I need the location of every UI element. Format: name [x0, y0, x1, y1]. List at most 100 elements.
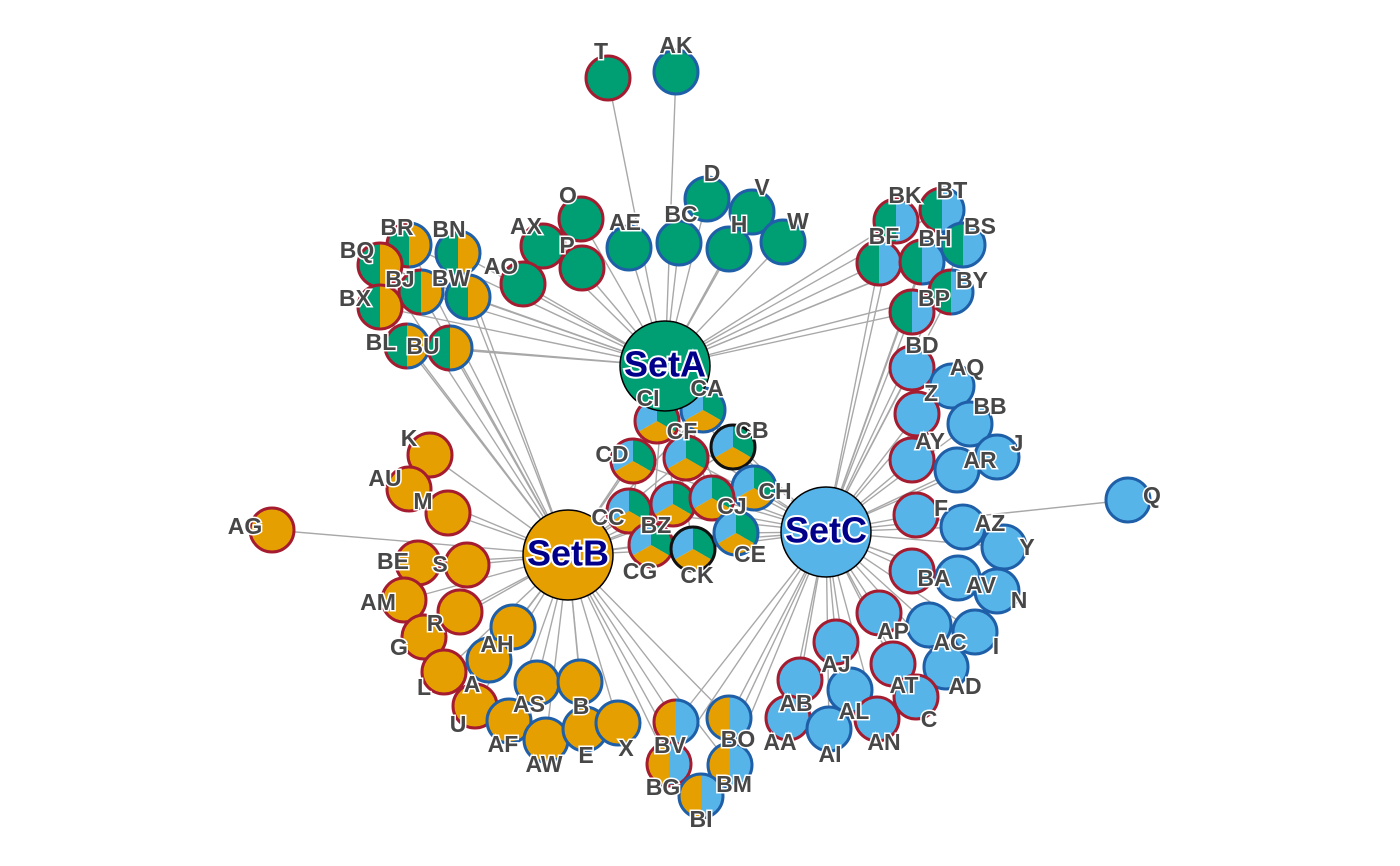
node-t[interactable] — [584, 54, 632, 102]
node-by[interactable] — [927, 268, 975, 316]
node-label-v: V — [754, 174, 770, 200]
node-label-e: E — [578, 742, 593, 768]
node-label-ap: AP — [877, 618, 909, 644]
node-label-az: AZ — [975, 510, 1006, 536]
node-aq[interactable] — [928, 362, 976, 410]
node-m[interactable] — [424, 489, 472, 537]
node-i[interactable] — [951, 608, 999, 656]
node-q[interactable] — [1104, 476, 1152, 524]
node-az[interactable] — [939, 503, 987, 551]
node-bx[interactable] — [356, 283, 404, 331]
node-label-ah: AH — [480, 631, 513, 657]
node-ay[interactable] — [888, 436, 936, 484]
node-label-al: AL — [839, 698, 870, 724]
node-label-bi: BI — [690, 806, 713, 832]
node-bp[interactable] — [888, 288, 936, 336]
node-z[interactable] — [893, 390, 941, 438]
node-bu[interactable] — [426, 324, 474, 372]
node-ak[interactable] — [652, 48, 700, 96]
node-k[interactable] — [406, 431, 454, 479]
node-bg[interactable] — [645, 740, 693, 788]
node-bs[interactable] — [939, 221, 987, 269]
node-ax[interactable] — [519, 222, 567, 270]
hub-setc[interactable] — [780, 486, 872, 578]
node-ap[interactable] — [855, 589, 903, 637]
node-label-by: BY — [956, 267, 988, 293]
node-bm[interactable] — [706, 741, 754, 789]
node-label-aj: AJ — [821, 651, 850, 677]
node-au[interactable] — [385, 465, 433, 513]
node-at[interactable] — [869, 640, 917, 688]
node-bk[interactable] — [872, 197, 920, 245]
node-label-cj: CJ — [717, 493, 746, 519]
node-aj[interactable] — [812, 618, 860, 666]
node-bw[interactable] — [444, 273, 492, 321]
node-ba[interactable] — [888, 547, 936, 595]
node-cb[interactable] — [709, 423, 757, 471]
node-cd[interactable] — [609, 437, 657, 485]
node-w[interactable] — [759, 218, 807, 266]
node-bl[interactable] — [383, 322, 431, 370]
node-label-ck: CK — [680, 562, 714, 588]
node-bn[interactable] — [434, 229, 482, 277]
node-ac[interactable] — [905, 601, 953, 649]
node-ao[interactable] — [499, 260, 547, 308]
node-c[interactable] — [892, 673, 940, 721]
node-d[interactable] — [683, 175, 731, 223]
edge-bw-setb — [467, 296, 569, 556]
node-ag[interactable] — [248, 506, 296, 554]
node-label-bz: BZ — [641, 512, 672, 538]
node-ae[interactable] — [605, 224, 653, 272]
node-label-g: G — [390, 634, 408, 660]
node-l[interactable] — [420, 648, 468, 696]
node-label-ab: AB — [779, 690, 812, 716]
node-bc[interactable] — [655, 219, 703, 267]
node-s[interactable] — [443, 541, 491, 589]
node-b[interactable] — [556, 658, 604, 706]
node-n[interactable] — [973, 567, 1021, 615]
node-cg[interactable] — [627, 521, 675, 569]
node-x[interactable] — [594, 699, 642, 747]
node-ad[interactable] — [922, 643, 970, 691]
node-o[interactable] — [557, 195, 605, 243]
node-p[interactable] — [558, 244, 606, 292]
node-v[interactable] — [728, 188, 776, 236]
node-cf[interactable] — [662, 434, 710, 482]
node-label-ci: CI — [637, 385, 660, 411]
node-label-x: X — [618, 735, 634, 761]
node-am[interactable] — [380, 576, 428, 624]
node-a[interactable] — [465, 636, 513, 684]
node-bj[interactable] — [397, 268, 445, 316]
node-al[interactable] — [826, 666, 874, 714]
node-af[interactable] — [485, 697, 533, 745]
node-label-bt: BT — [937, 177, 968, 203]
node-bt[interactable] — [918, 186, 966, 234]
node-f[interactable] — [892, 491, 940, 539]
node-bf[interactable] — [855, 239, 903, 287]
node-label-ch: CH — [758, 478, 791, 504]
node-ai[interactable] — [805, 705, 853, 753]
node-label-b: B — [573, 693, 590, 719]
node-bd[interactable] — [888, 344, 936, 392]
node-label-bo: BO — [721, 726, 756, 752]
node-ar[interactable] — [933, 446, 981, 494]
node-cc[interactable] — [605, 487, 653, 535]
hub-setb[interactable] — [522, 509, 614, 601]
node-bo[interactable] — [705, 694, 753, 742]
node-h[interactable] — [705, 225, 753, 273]
node-ck[interactable] — [669, 525, 717, 573]
node-r[interactable] — [436, 588, 484, 636]
node-an[interactable] — [853, 695, 901, 743]
node-bb[interactable] — [946, 400, 994, 448]
node-label-y: Y — [1019, 534, 1034, 560]
node-label-am: AM — [360, 589, 396, 615]
node-bz[interactable] — [649, 480, 697, 528]
node-ah[interactable] — [489, 603, 537, 651]
hub-seta[interactable] — [619, 320, 711, 412]
node-bi[interactable] — [677, 772, 725, 820]
node-label-bk: BK — [888, 182, 922, 208]
node-g[interactable] — [400, 613, 448, 661]
node-label-an: AN — [867, 729, 900, 755]
node-ce[interactable] — [712, 509, 760, 557]
